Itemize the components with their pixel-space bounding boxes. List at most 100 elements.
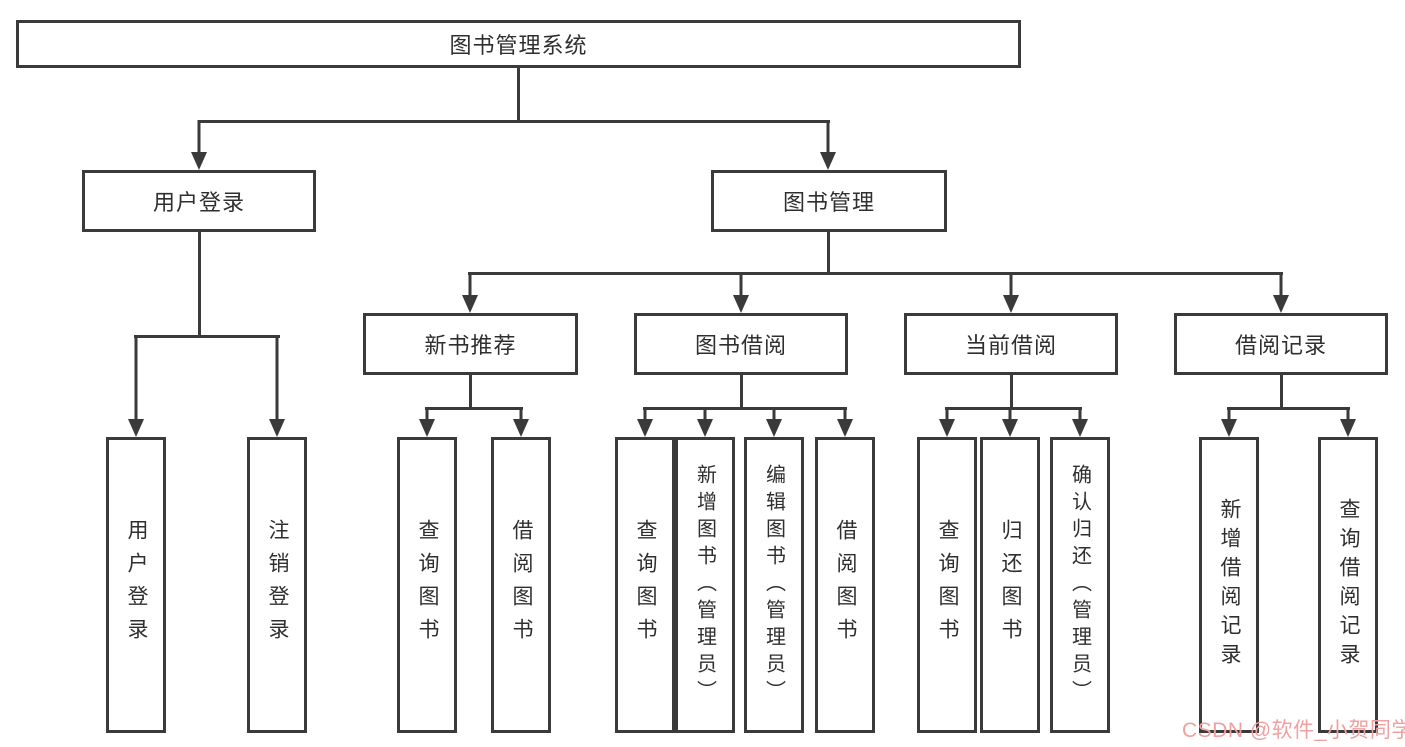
connector-current-borrow-stem xyxy=(1010,375,1013,407)
node-borrow-records-label: 借阅记录 xyxy=(1234,333,1327,358)
connector-new-book-rec-stem xyxy=(469,375,472,407)
arrowhead-icon xyxy=(733,295,749,313)
arrow-shaft xyxy=(1346,407,1350,423)
node-book-mgmt: 图书管理 xyxy=(711,170,947,232)
leaf-bb-query-books-label: 查询图书 xyxy=(634,519,657,651)
leaf-br-add-record: 新增借阅记录 xyxy=(1199,437,1259,733)
leaf-nb-borrow-books: 借阅图书 xyxy=(491,437,551,733)
arrowhead-icon xyxy=(1003,295,1019,313)
connector-user-login-stem xyxy=(198,232,201,335)
arrow-shaft xyxy=(739,272,743,299)
arrow-to-bb-edit xyxy=(766,407,782,437)
arrowhead-icon xyxy=(939,419,955,437)
leaf-nb-query-books: 查询图书 xyxy=(397,437,457,733)
node-user-login: 用户登录 xyxy=(82,170,316,232)
leaf-cb-return-books-label: 归还图书 xyxy=(999,519,1022,651)
arrow-to-bb-query xyxy=(637,407,653,437)
arrow-shaft xyxy=(843,407,847,423)
arrowhead-icon xyxy=(1273,295,1289,313)
arrow-shaft xyxy=(1227,407,1231,423)
node-book-borrow: 图书借阅 xyxy=(634,313,848,375)
arrowhead-icon xyxy=(637,419,653,437)
arrowhead-icon xyxy=(1221,419,1237,437)
arrow-to-bb-add xyxy=(697,407,713,437)
node-new-book-rec: 新书推荐 xyxy=(363,313,578,375)
node-book-mgmt-label: 图书管理 xyxy=(782,190,875,215)
connector-current-borrow-rail xyxy=(945,407,1082,410)
arrowhead-icon xyxy=(191,152,207,170)
leaf-logout: 注销登录 xyxy=(247,437,307,733)
arrow-to-bb-borrow xyxy=(837,407,853,437)
leaf-nb-query-books-label: 查询图书 xyxy=(416,519,439,651)
arrowhead-icon xyxy=(269,419,285,437)
arrowhead-icon xyxy=(697,419,713,437)
leaf-nb-borrow-books-label: 借阅图书 xyxy=(510,519,533,651)
arrow-to-leaf-login xyxy=(128,335,144,437)
node-current-borrow-label: 当前借阅 xyxy=(964,333,1057,358)
node-user-login-label: 用户登录 xyxy=(152,190,245,215)
leaf-br-add-record-label: 新增借阅记录 xyxy=(1218,498,1241,672)
arrowhead-icon xyxy=(1340,419,1356,437)
arrow-to-user-login xyxy=(191,120,207,170)
arrow-shaft xyxy=(1078,407,1082,423)
arrow-shaft xyxy=(643,407,647,423)
arrowhead-icon xyxy=(1072,419,1088,437)
arrowhead-icon xyxy=(462,295,478,313)
node-borrow-records: 借阅记录 xyxy=(1174,313,1388,375)
arrow-shaft xyxy=(275,335,279,423)
arrow-shaft xyxy=(134,335,138,423)
leaf-logout-label: 注销登录 xyxy=(266,519,289,651)
arrowhead-icon xyxy=(1002,419,1018,437)
leaf-bb-query-books: 查询图书 xyxy=(615,437,675,733)
leaf-cb-query-books: 查询图书 xyxy=(917,437,977,733)
node-book-borrow-label: 图书借阅 xyxy=(694,333,787,358)
arrow-to-new-book-rec xyxy=(462,272,478,313)
node-current-borrow: 当前借阅 xyxy=(904,313,1118,375)
arrow-shaft xyxy=(468,272,472,299)
leaf-user-login-label: 用户登录 xyxy=(125,519,148,651)
arrow-to-leaf-logout xyxy=(269,335,285,437)
connector-user-login-rail xyxy=(134,335,280,338)
node-root-label: 图书管理系统 xyxy=(449,33,588,58)
leaf-bb-add-books-admin: 新增图书（管理员） xyxy=(675,437,735,733)
leaf-cb-query-books-label: 查询图书 xyxy=(936,519,959,651)
leaf-bb-edit-books-admin: 编辑图书（管理员） xyxy=(744,437,804,733)
arrow-to-br-add xyxy=(1221,407,1237,437)
arrow-shaft xyxy=(703,407,707,423)
leaf-user-login: 用户登录 xyxy=(106,437,166,733)
connector-level3-rail xyxy=(468,272,1283,275)
arrow-to-cb-return xyxy=(1002,407,1018,437)
leaf-cb-confirm-return-admin-label: 确认归还（管理员） xyxy=(1068,463,1091,707)
connector-new-book-rec-rail xyxy=(425,407,523,410)
arrow-to-current-borrow xyxy=(1003,272,1019,313)
arrow-to-nb-borrow xyxy=(513,407,529,437)
connector-book-borrow-rail xyxy=(643,407,847,410)
leaf-br-query-record: 查询借阅记录 xyxy=(1318,437,1378,733)
arrow-shaft xyxy=(1008,407,1012,423)
arrow-shaft xyxy=(519,407,523,423)
csdn-watermark: CSDN @软件_小贺同学 xyxy=(1182,719,1405,742)
leaf-cb-confirm-return-admin: 确认归还（管理员） xyxy=(1050,437,1110,733)
leaf-br-query-record-label: 查询借阅记录 xyxy=(1337,498,1360,672)
arrowhead-icon xyxy=(128,419,144,437)
connector-root-stem xyxy=(517,68,520,120)
arrowhead-icon xyxy=(513,419,529,437)
connector-borrow-records-rail xyxy=(1227,407,1350,410)
leaf-bb-edit-books-admin-label: 编辑图书（管理员） xyxy=(762,463,785,707)
node-root: 图书管理系统 xyxy=(16,20,1021,68)
arrow-shaft xyxy=(945,407,949,423)
leaf-bb-add-books-admin-label: 新增图书（管理员） xyxy=(693,463,716,707)
arrowhead-icon xyxy=(419,419,435,437)
arrow-to-book-borrow xyxy=(733,272,749,313)
arrow-to-cb-confirm xyxy=(1072,407,1088,437)
arrow-to-nb-query xyxy=(419,407,435,437)
connector-borrow-records-stem xyxy=(1280,375,1283,407)
connector-book-borrow-stem xyxy=(740,375,743,407)
arrowhead-icon xyxy=(766,419,782,437)
arrow-to-cb-query xyxy=(939,407,955,437)
node-new-book-rec-label: 新书推荐 xyxy=(424,333,517,358)
arrow-shaft xyxy=(1279,272,1283,299)
arrowhead-icon xyxy=(837,419,853,437)
leaf-bb-borrow-books: 借阅图书 xyxy=(815,437,875,733)
arrow-to-borrow-records xyxy=(1273,272,1289,313)
